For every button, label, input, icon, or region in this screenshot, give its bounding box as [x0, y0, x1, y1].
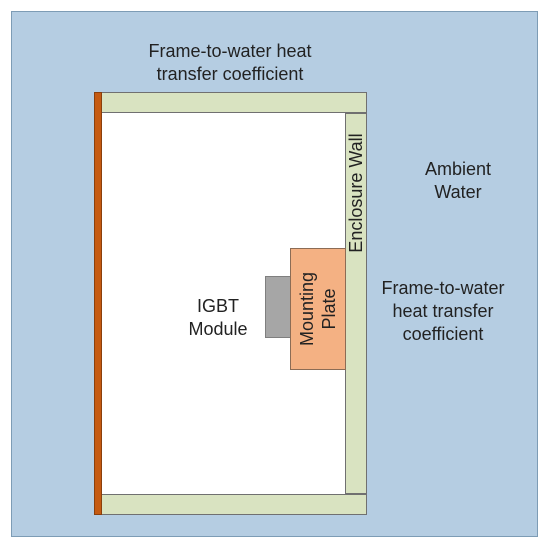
right-coefficient-line-1: Frame-to-water	[381, 278, 505, 298]
top-coefficient-line-1: Frame-to-water heat	[148, 41, 312, 61]
ambient-water-label: Ambient Water	[398, 158, 518, 204]
right-coefficient-line-3: coefficient	[402, 324, 484, 344]
mounting-plate-label: Mounting Plate	[296, 272, 340, 346]
ambient-water-line-1: Ambient	[424, 159, 492, 179]
left-boundary-strip	[94, 92, 102, 515]
enclosure-wall-label: Enclosure Wall	[346, 133, 366, 253]
mounting-plate-line-2: Plate	[319, 288, 339, 330]
enclosure-wall-bottom	[95, 494, 367, 515]
igbt-module-label: IGBT Module	[176, 295, 260, 341]
mounting-plate-block	[290, 248, 346, 370]
right-coefficient-line-2: heat transfer	[392, 301, 494, 321]
top-coefficient-label: Frame-to-water heat transfer coefficient	[100, 40, 360, 86]
mounting-plate-line-1: Mounting	[297, 271, 317, 347]
right-coefficient-label: Frame-to-water heat transfer coefficient	[362, 277, 524, 346]
top-coefficient-line-2: transfer coefficient	[156, 64, 304, 84]
ambient-water-line-2: Water	[434, 182, 482, 202]
igbt-module-line-2: Module	[188, 319, 248, 339]
igbt-module-line-1: IGBT	[196, 296, 239, 316]
igbt-module-block	[265, 276, 291, 338]
enclosure-wall-top	[95, 92, 367, 113]
